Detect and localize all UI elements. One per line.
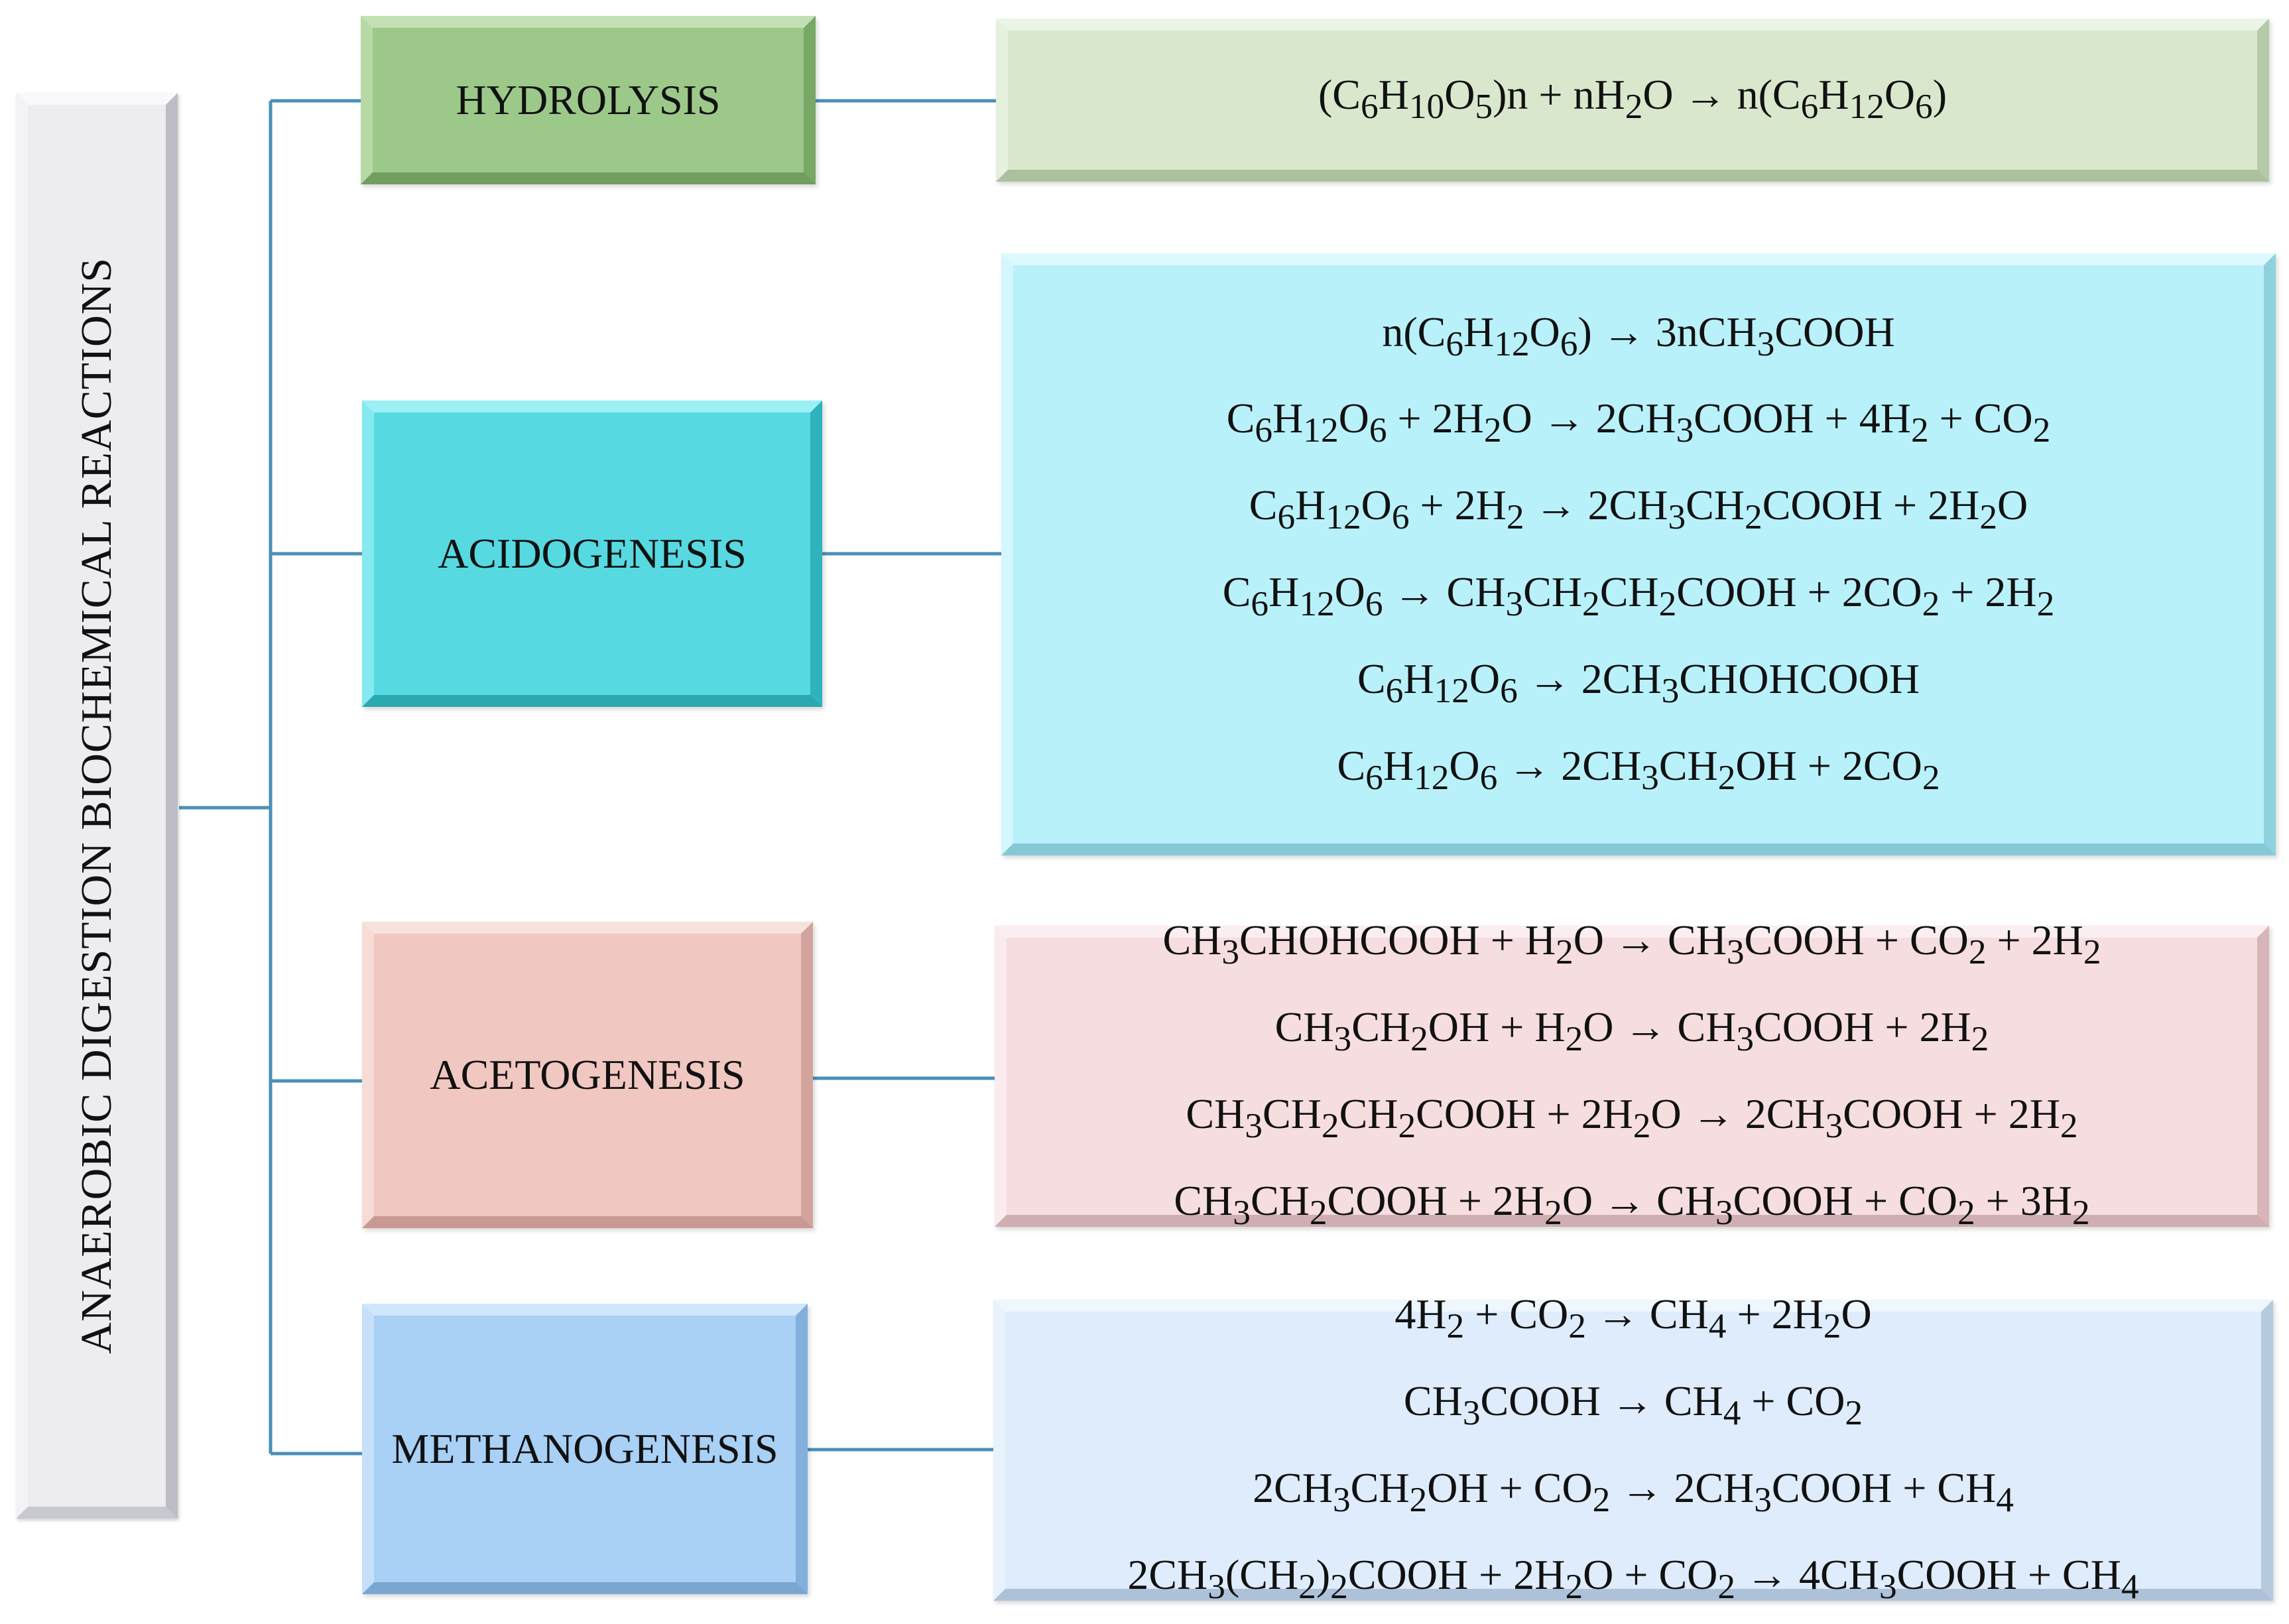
reaction-equation: C6H12O6 → 2CH3CH2OH + 2CO2 bbox=[1337, 741, 1940, 797]
stage-label-acetogenesis: ACETOGENESIS bbox=[430, 1051, 745, 1098]
reaction-equation: CH3CH2OH + H2O → CH3COOH + 2H2 bbox=[1274, 1003, 1989, 1058]
reaction-equation: CH3CH2CH2COOH + 2H2O → 2CH3COOH + 2H2 bbox=[1186, 1090, 2078, 1145]
reaction-equation: n(C6H12O6) → 3nCH3COOH bbox=[1382, 308, 1895, 363]
reaction-equation: 4H2 + CO2 → CH4 + 2H2O bbox=[1394, 1290, 1872, 1346]
stage-box-acetogenesis: ACETOGENESIS bbox=[362, 922, 813, 1228]
reaction-equation: C6H12O6 → 2CH3CHOHCOOH bbox=[1357, 655, 1920, 710]
reaction-equation: 2CH3CH2OH + CO2 → 2CH3COOH + CH4 bbox=[1253, 1464, 2014, 1519]
reaction-equation: C6H12O6 → CH3CH2CH2COOH + 2CO2 + 2H2 bbox=[1222, 568, 2055, 623]
stage-label-hydrolysis: HYDROLYSIS bbox=[456, 76, 721, 123]
equations-box-hydrolysis: (C6H10O5)n + nH2O → n(C6H12O6) bbox=[996, 19, 2269, 182]
reaction-equation: CH3CH2COOH + 2H2O → CH3COOH + CO2 + 3H2 bbox=[1174, 1176, 2090, 1232]
reaction-equation: C6H12O6 + 2H2 → 2CH3CH2COOH + 2H2O bbox=[1249, 481, 2028, 536]
stage-box-hydrolysis: HYDROLYSIS bbox=[361, 16, 816, 184]
reaction-equation: 2CH3(CH2)2COOH + 2H2O + CO2 → 4CH3COOH +… bbox=[1127, 1550, 2139, 1606]
equations-box-methanogenesis: 4H2 + CO2 → CH4 + 2H2O CH3COOH → CH4 + C… bbox=[993, 1290, 2273, 1606]
diagram-title: ANAEROBIC DIGESTION BIOCHEMICAL REACTION… bbox=[72, 257, 121, 1354]
stage-label-methanogenesis: METHANOGENESIS bbox=[391, 1425, 778, 1472]
stage-box-acidogenesis: ACIDOGENESIS bbox=[362, 401, 822, 707]
reaction-equation: CH3CHOHCOOH + H2O → CH3COOH + CO2 + 2H2 bbox=[1162, 916, 2101, 972]
equations-box-acidogenesis: n(C6H12O6) → 3nCH3COOH C6H12O6 + 2H2O → … bbox=[1001, 253, 2276, 855]
reaction-equation: (C6H10O5)n + nH2O → n(C6H12O6) bbox=[1318, 70, 1948, 126]
reaction-equation: CH3COOH → CH4 + CO2 bbox=[1403, 1377, 1863, 1432]
reaction-equation: C6H12O6 + 2H2O → 2CH3COOH + 4H2 + CO2 bbox=[1226, 395, 2051, 450]
equations-box-acetogenesis: CH3CHOHCOOH + H2O → CH3COOH + CO2 + 2H2 … bbox=[995, 916, 2269, 1232]
title-bar: ANAEROBIC DIGESTION BIOCHEMICAL REACTION… bbox=[16, 93, 178, 1519]
stage-box-methanogenesis: METHANOGENESIS bbox=[362, 1304, 808, 1594]
stage-label-acidogenesis: ACIDOGENESIS bbox=[438, 530, 747, 577]
